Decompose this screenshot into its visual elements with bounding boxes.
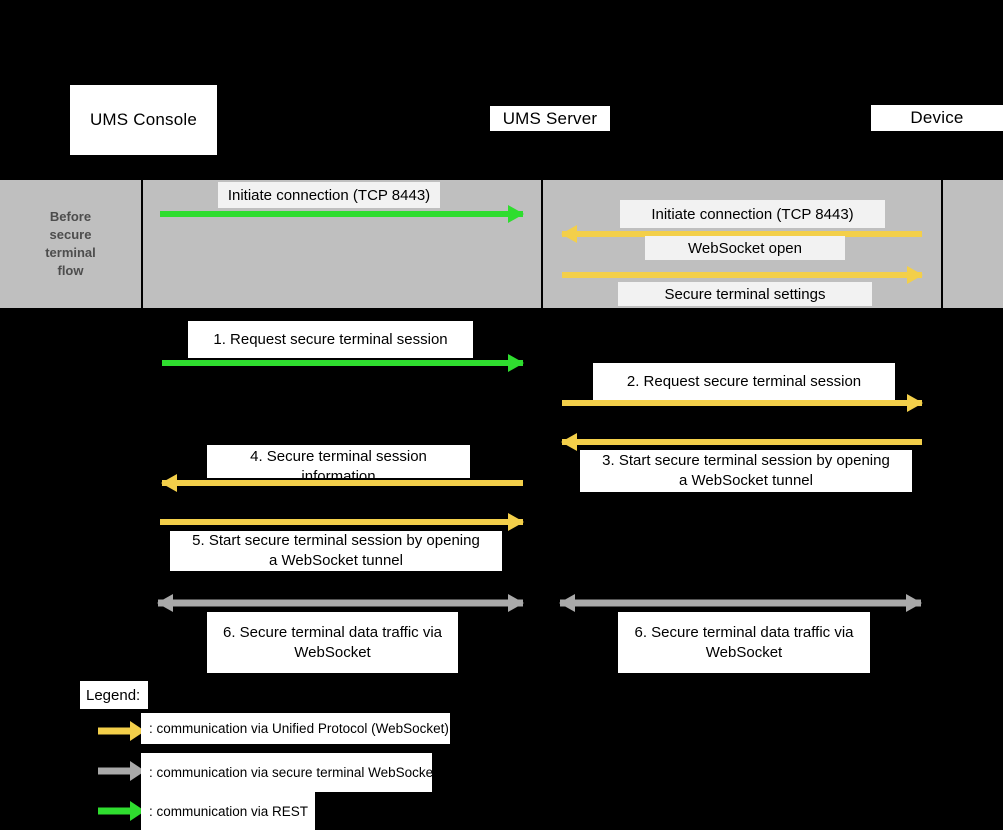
- legend-title-text: Legend:: [86, 686, 141, 704]
- arrow-head-right: [508, 205, 524, 223]
- actor-box-ums-server: UMS Server: [490, 106, 610, 131]
- message-text-line-2: WebSocket: [705, 643, 783, 661]
- legend-arrow-rest-icon: [98, 801, 145, 821]
- phase-band-lane-console-server: [143, 180, 543, 308]
- arrow-head-right: [907, 394, 923, 412]
- message-label-6-secure-terminal-data-traffic-console-server: 6. Secure terminal data traffic via WebS…: [207, 612, 458, 673]
- message-label-6-secure-terminal-data-traffic-server-device: 6. Secure terminal data traffic via WebS…: [618, 612, 870, 673]
- phase-band-lane-server-device: [543, 180, 943, 308]
- message-text-line-2: a WebSocket tunnel: [679, 472, 813, 489]
- arrow-shaft: [160, 519, 523, 525]
- message-label-band-initiate-connection-console: Initiate connection (TCP 8443): [218, 182, 440, 208]
- arrow-head-right: [906, 594, 922, 612]
- message-text-line-1: 4. Secure terminal session: [250, 447, 427, 465]
- legend-entry-rest: : communication via REST: [141, 792, 315, 830]
- phase-label-line-2: secure: [49, 227, 92, 242]
- message-label-band-initiate-connection-device: Initiate connection (TCP 8443): [620, 200, 885, 228]
- arrow-shaft: [98, 767, 131, 775]
- actor-box-ums-console: UMS Console: [70, 85, 217, 155]
- legend-title: Legend:: [80, 681, 148, 709]
- arrow-shaft: [562, 231, 922, 237]
- message-label-3-start-secure-terminal-session: 3. Start secure terminal session by open…: [580, 450, 912, 492]
- message-label-band-secure-terminal-settings: Secure terminal settings: [618, 282, 872, 306]
- message-text-line-2: a WebSocket tunnel: [269, 552, 403, 569]
- arrow-head-left: [157, 594, 173, 612]
- phase-band-label-cell: Before secure terminal flow: [0, 180, 143, 308]
- legend-entry-text: : communication via Unified Protocol (We…: [149, 721, 449, 736]
- actor-label-device: Device: [910, 108, 964, 127]
- message-label-band-websocket-open: WebSocket open: [645, 236, 845, 260]
- arrow-head-left: [561, 433, 577, 451]
- message-text-line-1: 3. Start secure terminal session by open…: [602, 452, 890, 469]
- arrow-shaft: [562, 439, 922, 445]
- message-label-1-request-secure-terminal-session: 1. Request secure terminal session: [188, 321, 473, 358]
- message-text-line-2: information: [301, 467, 376, 479]
- legend-entry-unified-protocol: : communication via Unified Protocol (We…: [141, 713, 450, 744]
- message-text: WebSocket open: [688, 239, 802, 257]
- arrow-head-left: [559, 594, 575, 612]
- actor-box-device: Device: [871, 105, 1003, 131]
- arrow-head-right: [907, 266, 923, 284]
- arrow-head-right: [508, 594, 524, 612]
- message-text: Initiate connection (TCP 8443): [651, 205, 854, 223]
- message-label-2-request-secure-terminal-session: 2. Request secure terminal session: [593, 363, 895, 400]
- arrow-shaft: [158, 599, 523, 607]
- legend-entry-text: : communication via secure terminal WebS…: [149, 765, 437, 780]
- phase-label-line-1: Before: [49, 209, 92, 224]
- arrow-head-left: [561, 225, 577, 243]
- actor-label-ums-server: UMS Server: [502, 108, 598, 128]
- arrow-shaft: [562, 272, 922, 278]
- message-text: 2. Request secure terminal session: [626, 373, 862, 390]
- legend-arrow-secure-terminal-websocket-icon: [98, 761, 145, 781]
- arrow-shaft: [98, 807, 131, 815]
- legend-entry-secure-terminal-websocket: : communication via secure terminal WebS…: [141, 753, 437, 792]
- arrow-shaft: [98, 727, 131, 735]
- message-label-5-start-secure-terminal-session: 5. Start secure terminal session by open…: [170, 531, 502, 571]
- actor-label-ums-console: UMS Console: [89, 110, 198, 129]
- message-text: Initiate connection (TCP 8443): [227, 186, 431, 204]
- arrow-head-left: [161, 474, 177, 492]
- phase-label-line-3: terminal: [45, 245, 96, 260]
- legend-entry-text: : communication via REST: [149, 803, 309, 819]
- message-text-line-2: WebSocket: [294, 643, 371, 661]
- message-text-line-1: 5. Start secure terminal session by open…: [192, 532, 480, 549]
- message-text: 1. Request secure terminal session: [213, 331, 448, 348]
- message-text-line-1: 6. Secure terminal data traffic via: [634, 623, 854, 641]
- message-text: Secure terminal settings: [664, 285, 826, 303]
- arrow-shaft: [162, 360, 523, 366]
- legend-arrow-unified-protocol-icon: [98, 721, 145, 741]
- arrow-shaft: [162, 480, 523, 486]
- arrow-shaft: [562, 400, 922, 406]
- message-text-line-1: 6. Secure terminal data traffic via: [223, 623, 442, 641]
- arrow-head-right: [508, 513, 524, 531]
- phase-band-lane-trailing: [943, 180, 1003, 308]
- arrow-shaft: [160, 211, 523, 217]
- arrow-shaft: [560, 599, 921, 607]
- message-label-4-secure-terminal-session-information: 4. Secure terminal session information: [207, 445, 470, 478]
- arrow-head-right: [508, 354, 524, 372]
- phase-label-line-4: flow: [57, 263, 84, 278]
